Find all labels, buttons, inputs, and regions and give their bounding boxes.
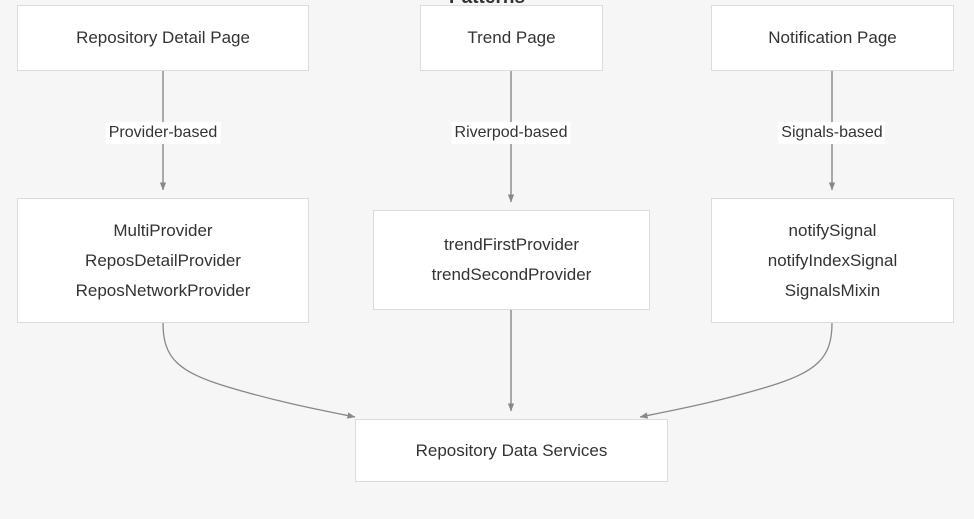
node-repository-detail-page[interactable]: Repository Detail Page bbox=[17, 5, 309, 71]
node-label-line: trendSecondProvider bbox=[431, 265, 592, 284]
node-label-line: ReposNetworkProvider bbox=[75, 280, 251, 300]
edge-signals-to-data-services bbox=[639, 322, 833, 419]
node-label-line: trendFirstProvider bbox=[443, 235, 580, 254]
node-notification-page[interactable]: Notification Page bbox=[711, 5, 954, 71]
diagram-title-clipped: Patterns bbox=[449, 0, 525, 9]
node-label-line: ReposDetailProvider bbox=[85, 250, 241, 270]
edge-label-signals-based: Signals-based bbox=[778, 122, 886, 144]
edge-label-riverpod-based: Riverpod-based bbox=[451, 122, 571, 144]
node-label-line: MultiProvider bbox=[113, 220, 213, 240]
node-label-line: Notification Page bbox=[768, 28, 897, 47]
edge-provider-to-data-services bbox=[162, 322, 356, 419]
node-label-line: Repository Data Services bbox=[415, 440, 608, 460]
node-provider-stack[interactable]: MultiProvider ReposDetailProvider ReposN… bbox=[17, 198, 309, 323]
node-riverpod-stack[interactable]: trendFirstProvider trendSecondProvider bbox=[373, 210, 650, 310]
node-signals-stack[interactable]: notifySignal notifyIndexSignal SignalsMi… bbox=[711, 198, 954, 323]
node-label-line: notifySignal bbox=[788, 220, 877, 240]
node-repository-data-services[interactable]: Repository Data Services bbox=[355, 419, 668, 482]
edge-label-provider-based: Provider-based bbox=[105, 122, 221, 144]
node-label-line: notifyIndexSignal bbox=[767, 250, 898, 270]
node-trend-page[interactable]: Trend Page bbox=[420, 5, 603, 71]
node-label-line: Repository Detail Page bbox=[76, 28, 250, 47]
node-label-line: SignalsMixin bbox=[784, 280, 881, 300]
node-label-line: Trend Page bbox=[467, 28, 556, 47]
